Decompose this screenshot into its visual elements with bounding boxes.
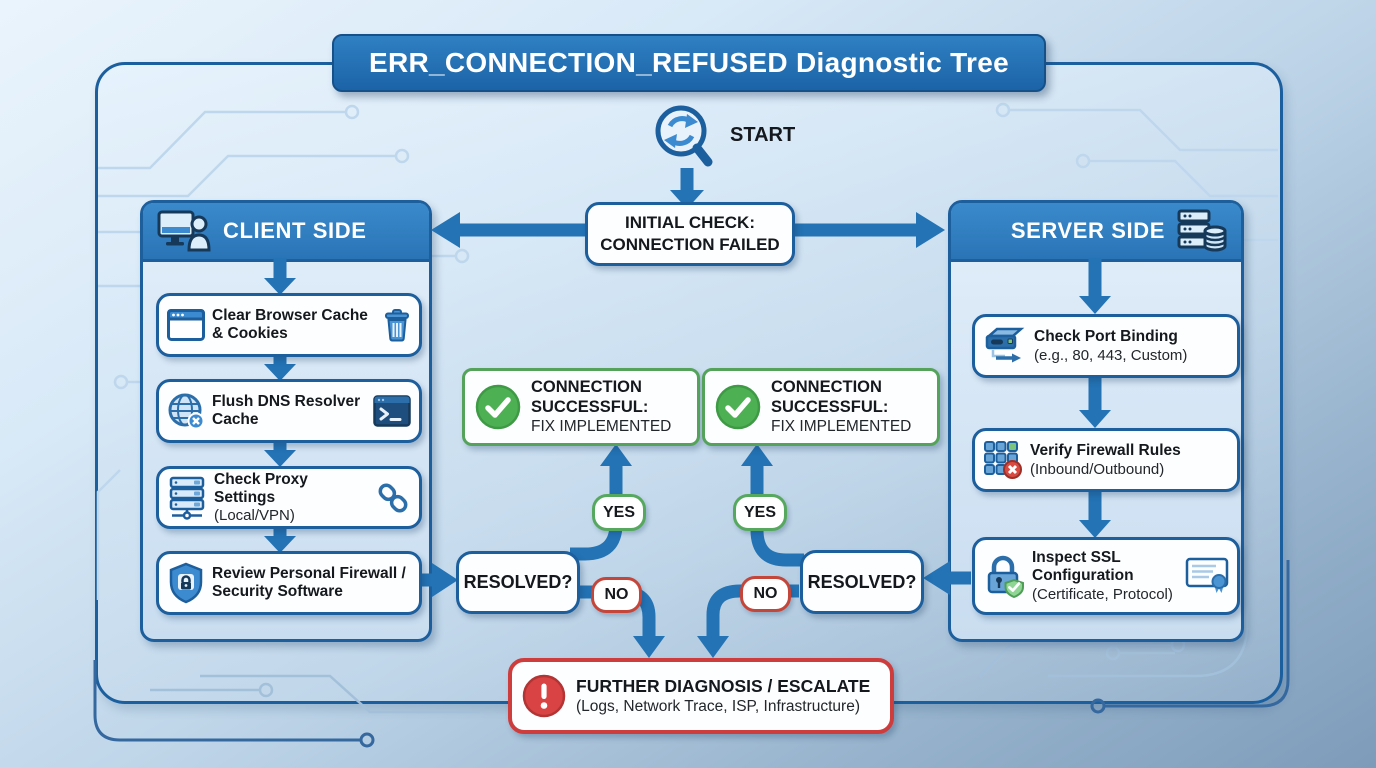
success-text: CONNECTION SUCCESSFUL: FIX IMPLEMENTED xyxy=(771,378,912,435)
server-side-label: SERVER SIDE xyxy=(1010,218,1165,243)
yes-label-right: YES xyxy=(733,494,787,531)
success-text: CONNECTION SUCCESSFUL: FIX IMPLEMENTED xyxy=(531,378,672,435)
trash-icon xyxy=(383,308,411,342)
client-side-label: CLIENT SIDE xyxy=(223,218,367,243)
no-label-right: NO xyxy=(740,576,791,612)
server-database-icon xyxy=(1177,209,1227,253)
resolved-node-left[interactable]: RESOLVED? xyxy=(456,551,580,614)
initial-check-line2: CONNECTION FAILED xyxy=(600,235,780,254)
escalate-node[interactable]: FURTHER DIAGNOSIS / ESCALATE (Logs, Netw… xyxy=(508,658,894,734)
step-inspect-ssl[interactable]: Inspect SSL Configuration (Certificate, … xyxy=(972,537,1240,615)
resolved-node-right[interactable]: RESOLVED? xyxy=(800,550,924,614)
proxy-server-icon xyxy=(167,476,207,520)
start-label: START xyxy=(730,124,796,146)
firewall-grid-icon xyxy=(983,440,1023,480)
initial-check-node[interactable]: INITIAL CHECK: CONNECTION FAILED xyxy=(585,202,795,266)
success-node-left[interactable]: CONNECTION SUCCESSFUL: FIX IMPLEMENTED xyxy=(462,368,700,446)
monitor-user-icon xyxy=(157,210,211,252)
step-label: Clear Browser Cache & Cookies xyxy=(212,306,368,342)
step-check-port-binding[interactable]: Check Port Binding (e.g., 80, 443, Custo… xyxy=(972,314,1240,378)
step-check-proxy[interactable]: Check Proxy Settings (Local/VPN) xyxy=(156,466,422,529)
ssl-lock-icon xyxy=(983,554,1025,598)
step-label: Check Proxy Settings (Local/VPN) xyxy=(214,470,308,525)
server-side-header: SERVER SIDE xyxy=(951,203,1241,262)
step-review-firewall[interactable]: Review Personal Firewall / Security Soft… xyxy=(156,551,422,615)
shield-lock-icon xyxy=(167,562,205,604)
initial-check-line1: INITIAL CHECK: xyxy=(624,212,755,232)
step-label: Flush DNS Resolver Cache xyxy=(212,392,361,428)
globe-dns-icon xyxy=(167,392,205,430)
certificate-icon xyxy=(1185,557,1229,595)
client-side-header: CLIENT SIDE xyxy=(143,203,429,262)
step-clear-browser-cache[interactable]: Clear Browser Cache & Cookies xyxy=(156,293,422,357)
link-icon xyxy=(375,480,411,516)
success-node-right[interactable]: CONNECTION SUCCESSFUL: FIX IMPLEMENTED xyxy=(702,368,940,446)
check-circle-icon xyxy=(475,384,521,430)
step-label: Inspect SSL Configuration (Certificate, … xyxy=(1032,549,1173,603)
alert-icon xyxy=(522,674,566,718)
step-label: Verify Firewall Rules (Inbound/Outbound) xyxy=(1030,442,1181,478)
step-flush-dns[interactable]: Flush DNS Resolver Cache xyxy=(156,379,422,443)
yes-label-left: YES xyxy=(592,494,646,531)
check-circle-icon xyxy=(715,384,761,430)
step-label: Check Port Binding (e.g., 80, 443, Custo… xyxy=(1034,328,1188,364)
terminal-icon xyxy=(373,395,411,427)
magnifier-refresh-icon xyxy=(650,101,716,177)
no-label-left: NO xyxy=(591,577,642,613)
browser-window-icon xyxy=(167,309,205,341)
port-binding-icon xyxy=(983,326,1027,366)
step-label: Review Personal Firewall / Security Soft… xyxy=(212,564,406,600)
page-title: ERR_CONNECTION_REFUSED Diagnostic Tree xyxy=(332,34,1046,92)
step-verify-firewall-rules[interactable]: Verify Firewall Rules (Inbound/Outbound) xyxy=(972,428,1240,492)
escalate-text: FURTHER DIAGNOSIS / ESCALATE (Logs, Netw… xyxy=(576,675,871,715)
